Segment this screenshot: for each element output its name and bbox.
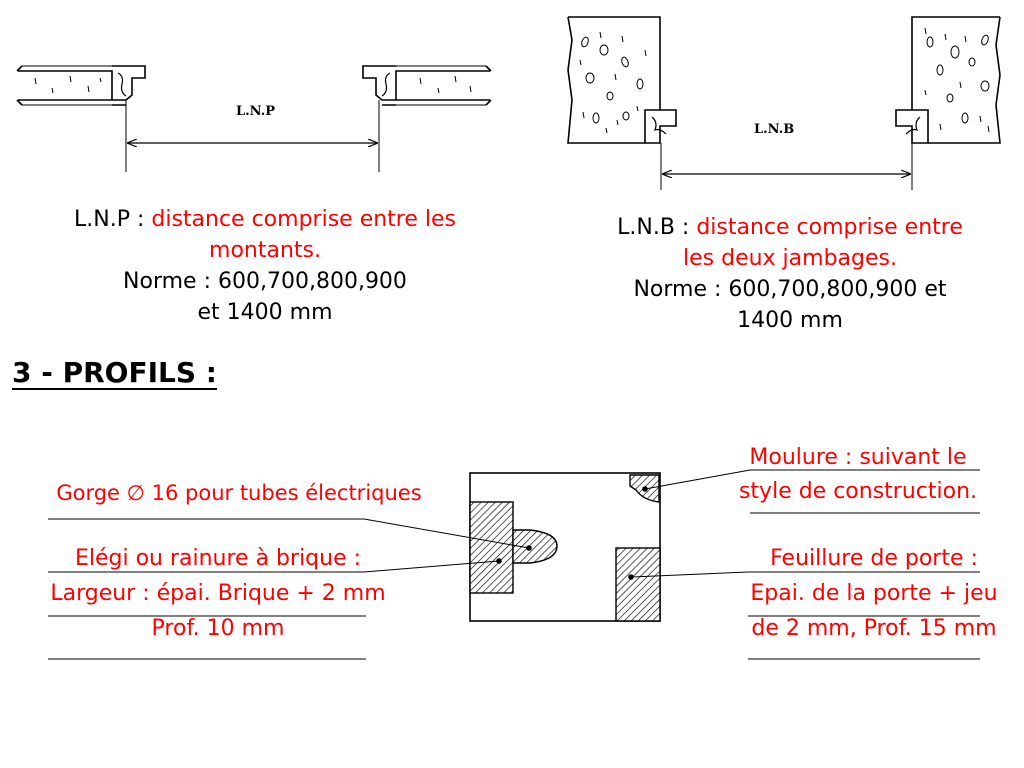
leader-gorge: [48, 518, 530, 549]
annotation-feuillure-line3: de 2 mm, Prof. 15 mm: [751, 616, 997, 641]
section-title: 3 - PROFILS :: [12, 356, 217, 389]
lnb-definition-line1: distance comprise entre: [696, 215, 963, 240]
annotation-elegi-line2: Largeur : épai. Brique + 2 mm: [50, 581, 386, 606]
annotation-moulure: Moulure : suivant le style de constructi…: [706, 441, 1010, 509]
profile-section: [469, 472, 661, 622]
lnb-left-jamb: [567, 16, 677, 144]
annotation-feuillure: Feuillure de porte : Epai. de la porte +…: [724, 541, 1024, 646]
lnb-dimension-label: L.N.B: [754, 122, 795, 137]
annotation-moulure-line1: Moulure : suivant le: [749, 445, 967, 470]
annotation-elegi-line1: Elégi ou rainure à brique :: [74, 546, 362, 571]
leader-dots: [496, 486, 648, 580]
lnb-term: L.N.B :: [617, 215, 697, 240]
annotation-gorge: Gorge ∅ 16 pour tubes électriques: [56, 481, 422, 505]
lnp-dimension-label: L.N.P: [236, 104, 276, 119]
lnp-term: L.N.P :: [74, 207, 152, 232]
elegi-groove: [469, 501, 514, 594]
lnp-norm-line2: et 1400 mm: [197, 300, 333, 325]
lnb-description: L.N.B : distance comprise entre les deux…: [560, 212, 1020, 336]
lnb-norm-line2: 1400 mm: [737, 308, 843, 333]
leader-moulure: [644, 469, 980, 490]
lnb-right-jamb: [895, 16, 1001, 144]
lnb-norm-line1: Norme : 600,700,800,900 et: [633, 277, 947, 302]
lnp-definition-line2: montants.: [209, 238, 321, 263]
lnp-drawing: [16, 65, 492, 172]
annotation-elegi-line3: Prof. 10 mm: [151, 616, 285, 641]
annotation-feuillure-line2: Epai. de la porte + jeu: [750, 581, 998, 606]
lnb-definition-line2: les deux jambages.: [683, 246, 897, 271]
lnb-drawing: [567, 16, 1001, 190]
lnp-right-wall: [362, 65, 492, 106]
gorge-channel: [512, 529, 558, 564]
lnp-description: L.N.P : distance comprise entre les mont…: [22, 204, 508, 328]
lnp-norm-line1: Norme : 600,700,800,900: [123, 269, 407, 294]
leader-elegi: [48, 560, 500, 573]
annotation-feuillure-line1: Feuillure de porte :: [770, 546, 978, 571]
lnp-left-wall: [16, 65, 146, 106]
lnp-definition-line1: distance comprise entre les: [151, 207, 456, 232]
feuillure-rebate: [615, 547, 661, 622]
annotation-elegi: Elégi ou rainure à brique : Largeur : ép…: [18, 541, 418, 646]
leader-feuillure: [630, 571, 980, 578]
leader-lines: [48, 469, 980, 660]
annotation-moulure-line2: style de construction.: [738, 479, 978, 504]
